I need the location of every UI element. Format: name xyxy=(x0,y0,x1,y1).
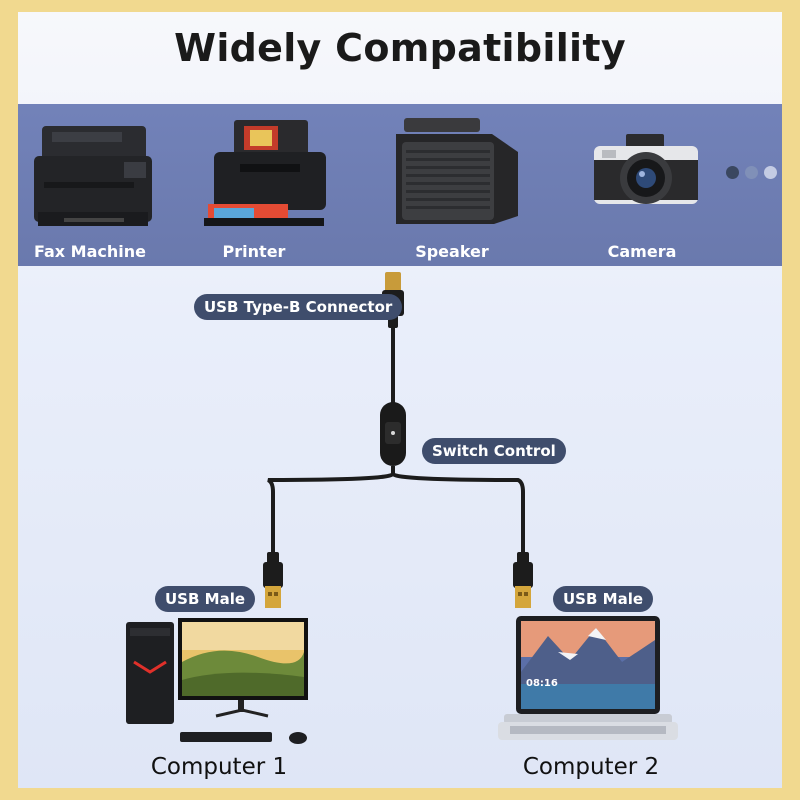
dot-2 xyxy=(745,166,758,179)
callout-usb-male-right: USB Male xyxy=(553,586,654,612)
usb-male-left-connector xyxy=(263,552,283,608)
device-label-speaker: Speaker xyxy=(415,242,489,261)
product-card: Widely Compatibility xyxy=(18,12,782,788)
page-title: Widely Compatibility xyxy=(174,26,626,70)
laptop-icon xyxy=(498,616,678,740)
desktop-computer-icon xyxy=(126,618,308,744)
usb-male-right-connector xyxy=(513,552,533,608)
speaker-icon xyxy=(396,118,518,224)
camera-icon xyxy=(594,134,698,204)
computer-2-label: Computer 2 xyxy=(522,754,660,780)
laptop-screen-clock: 08:16 xyxy=(526,678,558,689)
switch-control-icon xyxy=(380,402,406,466)
printer-icon xyxy=(204,120,326,226)
more-dots-icon xyxy=(726,166,777,179)
device-label-printer: Printer xyxy=(222,242,286,261)
callout-type-b: USB Type-B Connector xyxy=(194,294,403,320)
device-label-fax: Fax Machine xyxy=(34,242,146,261)
callout-switch: Switch Control xyxy=(422,438,566,464)
dot-1 xyxy=(726,166,739,179)
dot-3 xyxy=(764,166,777,179)
device-label-camera: Camera xyxy=(607,242,677,261)
device-band: Fax Machine Printer Speaker Camera xyxy=(18,104,782,266)
computer-1-label: Computer 1 xyxy=(150,754,288,780)
fax-machine-icon xyxy=(34,126,152,226)
cable-split xyxy=(267,466,525,556)
callout-usb-male-left: USB Male xyxy=(155,586,256,612)
cable-diagram xyxy=(126,272,678,744)
